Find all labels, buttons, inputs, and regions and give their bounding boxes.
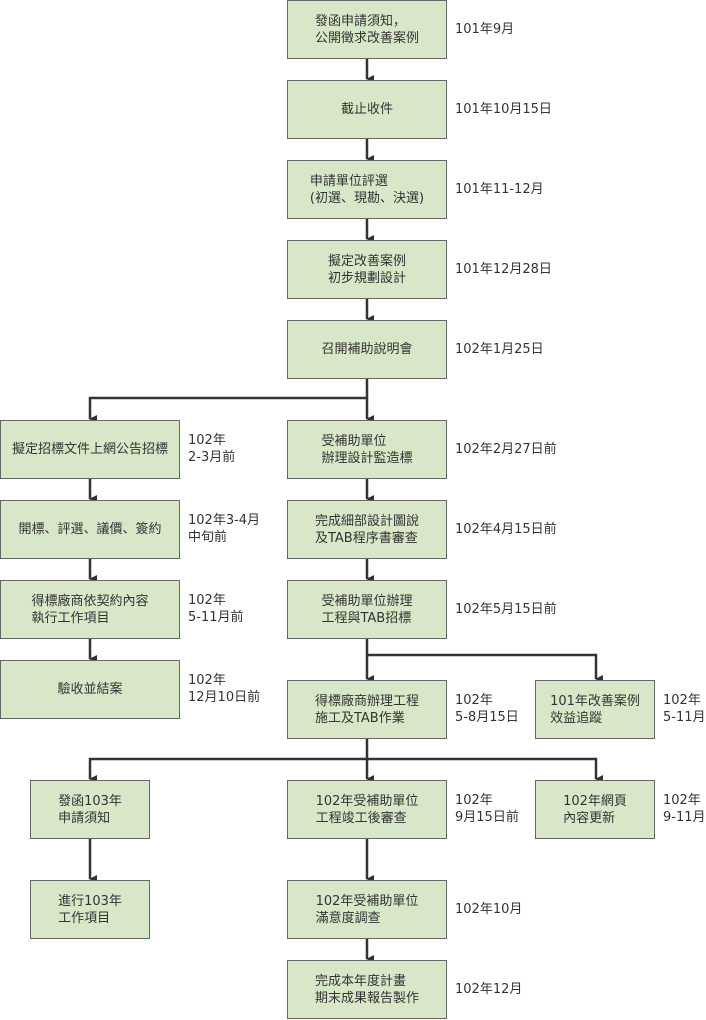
step-date: 102年10月 [455,902,523,917]
step-box: 發函103年 申請須知 [30,780,150,839]
step-box: 開標、評選、議價、簽約 [0,500,180,559]
step-box: 102年受補助單位 工程竣工後審查 [287,780,447,839]
step-box: 擬定招標文件上網公告招標 [0,420,180,479]
step-text: 101年改善案例 效益追蹤 [550,693,640,726]
step-text: 得標廠商辦理工程 施工及TAB作業 [314,693,419,726]
step-box: 受補助單位辦理 工程與TAB招標 [287,580,447,639]
step-box: 101年改善案例 效益追蹤 [535,680,655,739]
step-text: 102年網頁 內容更新 [563,793,627,826]
step-box: 擬定改善案例 初步規劃設計 [287,240,447,299]
step-box: 受補助單位 辦理設計監造標 [287,420,447,479]
step-text: 擬定招標文件上網公告招標 [11,442,168,457]
step-text: 發函103年 申請須知 [58,793,122,826]
step-box: 完成本年度計畫 期末成果報告製作 [287,960,447,1019]
step-text: 102年受補助單位 工程竣工後審查 [315,793,419,826]
step-date: 102年 5-8月15日 [455,693,519,725]
step-text: 受補助單位辦理 工程與TAB招標 [321,593,413,626]
step-date: 102年 9月15日前 [455,793,519,825]
step-date: 101年11-12月 [455,182,544,197]
step-text: 得標廠商依契約內容 執行工作項目 [31,593,149,626]
step-box: 得標廠商辦理工程 施工及TAB作業 [287,680,447,739]
step-date: 102年 9-11月 [663,793,706,825]
step-date: 101年10月15日 [455,102,552,117]
step-date: 102年 5-11月 [663,693,706,725]
step-box: 得標廠商依契約內容 執行工作項目 [0,580,180,639]
step-box: 申請單位評選 (初選、現勘、決選) [287,160,447,219]
arrow [367,653,603,683]
step-text: 102年受補助單位 滿意度調查 [315,893,419,926]
step-box: 102年受補助單位 滿意度調查 [287,880,447,939]
step-date: 102年12月 [455,982,523,997]
step-text: 完成細部設計圖說 及TAB程序書審查 [314,513,419,546]
step-date: 102年1月25日 [455,342,544,357]
step-date: 102年 5-11月前 [188,593,244,625]
step-text: 召開補助說明會 [321,342,413,357]
step-text: 截止收件 [340,102,393,117]
step-text: 完成本年度計畫 期末成果報告製作 [314,973,419,1006]
arrow [88,757,367,783]
step-date: 102年2月27日前 [455,442,557,457]
step-box: 截止收件 [287,80,447,139]
step-box: 102年網頁 內容更新 [535,780,655,839]
step-text: 驗收並結案 [57,682,123,697]
step-date: 101年12月28日 [455,262,552,277]
step-date: 102年 12月10日前 [188,673,261,705]
step-box: 完成細部設計圖說 及TAB程序書審查 [287,500,447,559]
step-text: 申請單位評選 (初選、現勘、決選) [309,173,425,206]
step-date: 102年 2-3月前 [188,433,236,465]
step-text: 發函申請須知， 公開徵求改善案例 [314,13,419,46]
step-date: 102年4月15日前 [455,522,557,537]
arrow [88,379,369,423]
step-text: 受補助單位 辦理設計監造標 [321,433,413,466]
step-box: 召開補助說明會 [287,320,447,379]
step-date: 102年3-4月 中旬前 [188,513,261,545]
step-text: 開標、評選、議價、簽約 [18,522,162,537]
step-date: 101年9月 [455,22,515,37]
step-box: 進行103年 工作項目 [30,880,150,939]
step-text: 進行103年 工作項目 [58,893,122,926]
step-date: 102年5月15日前 [455,602,557,617]
step-box: 驗收並結案 [0,660,180,719]
step-text: 擬定改善案例 初步規劃設計 [327,253,406,286]
step-box: 發函申請須知， 公開徵求改善案例 [287,0,447,59]
arrow [367,757,603,783]
